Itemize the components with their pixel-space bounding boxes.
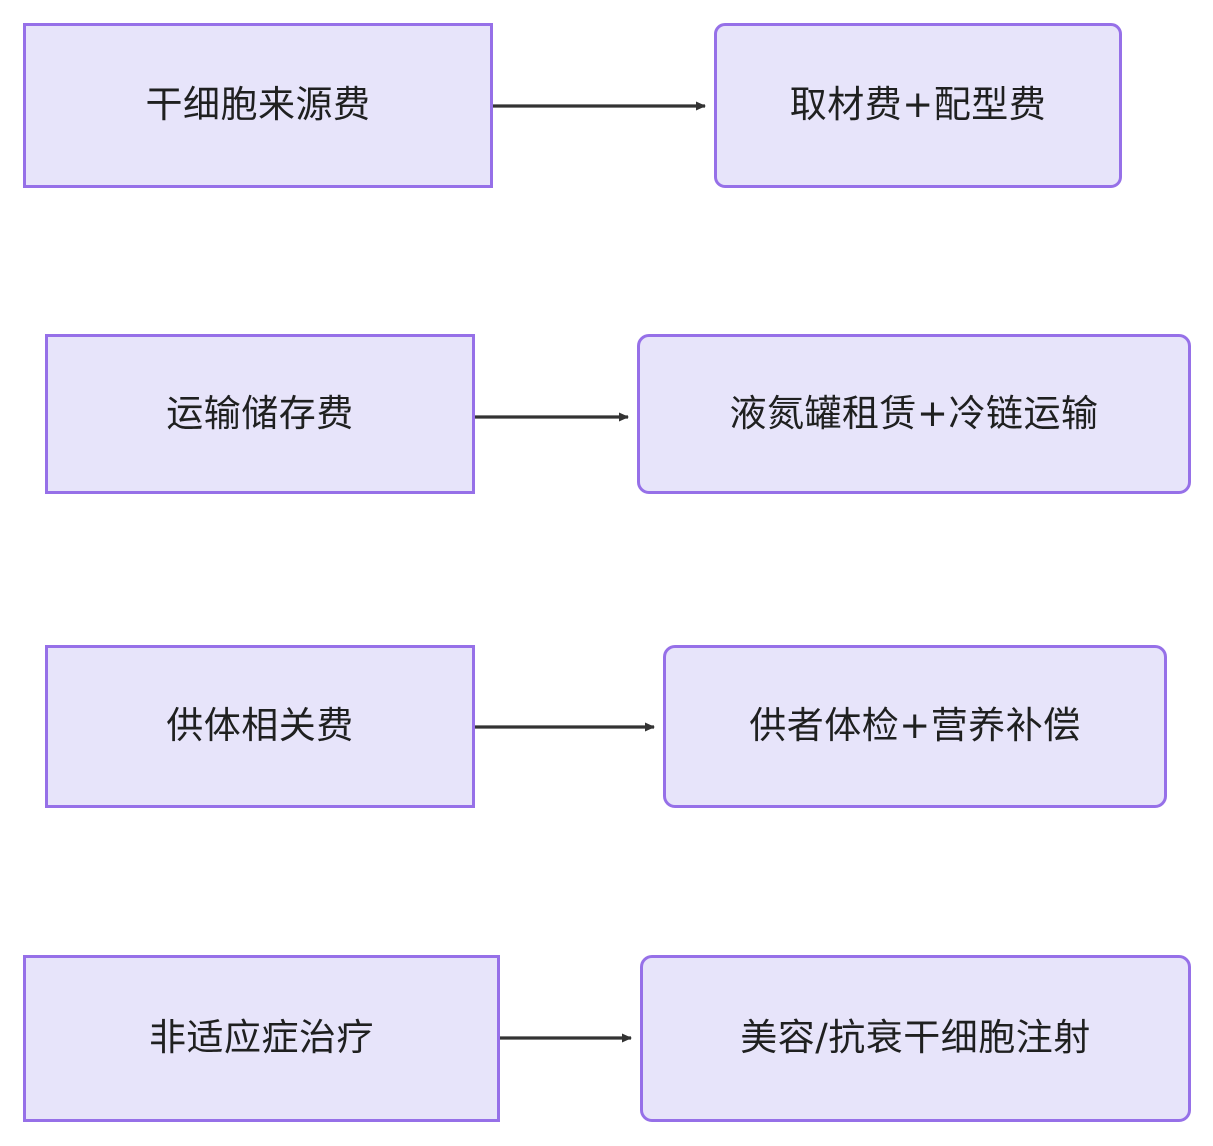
- node-collection-and-matching-fee[interactable]: 取材费+配型费: [714, 23, 1122, 188]
- node-off-label-treatment[interactable]: 非适应症治疗: [23, 955, 500, 1122]
- edge-row-1: [493, 101, 706, 111]
- edge-row-4: [500, 1033, 632, 1043]
- node-transport-storage-fee[interactable]: 运输储存费: [45, 334, 475, 494]
- node-stem-cell-source-fee[interactable]: 干细胞来源费: [23, 23, 493, 188]
- edge-row-3: [475, 722, 655, 732]
- node-cosmetic-antiaging-stem-cell-injection[interactable]: 美容/抗衰干细胞注射: [640, 955, 1191, 1122]
- node-donor-exam-and-nutrition-compensation[interactable]: 供者体检+营养补偿: [663, 645, 1167, 808]
- node-nitrogen-tank-and-cold-chain[interactable]: 液氮罐租赁+冷链运输: [637, 334, 1191, 494]
- edge-row-2: [475, 412, 629, 422]
- node-donor-related-fee[interactable]: 供体相关费: [45, 645, 475, 808]
